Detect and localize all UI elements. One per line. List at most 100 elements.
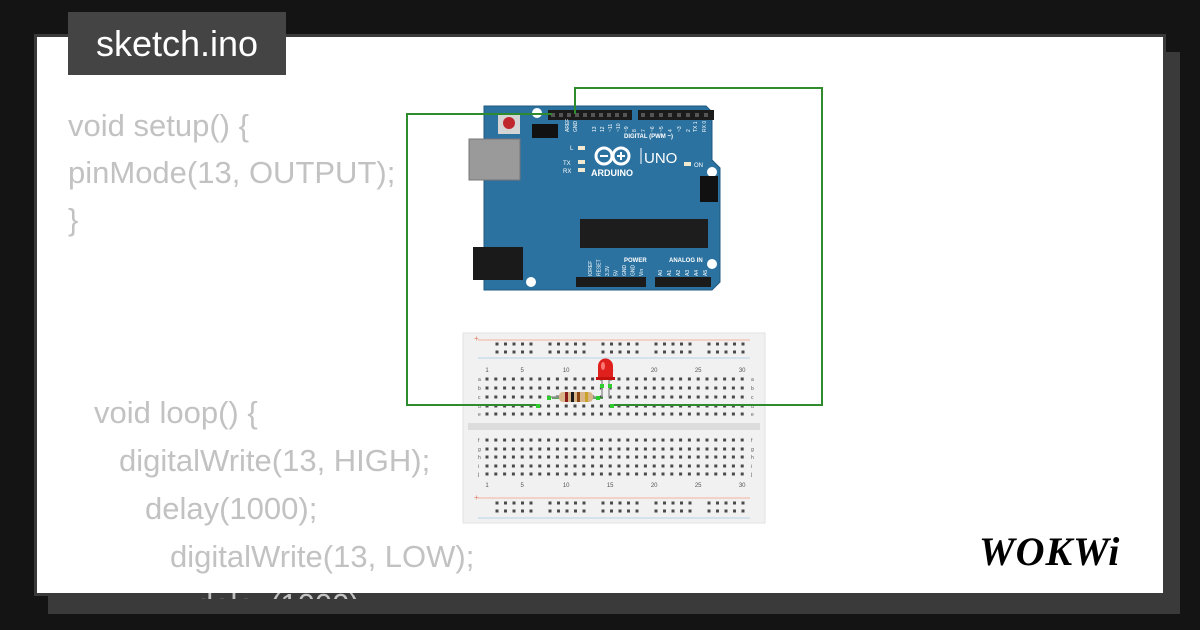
breadboard-hole[interactable] [573,472,577,476]
breadboard-hole[interactable] [707,501,711,505]
breadboard-hole[interactable] [529,455,533,459]
breadboard-hole[interactable] [504,509,507,513]
breadboard-hole[interactable] [599,438,603,442]
breadboard-hole[interactable] [626,438,630,442]
breadboard-hole[interactable] [548,342,552,346]
breadboard-hole[interactable] [601,342,605,346]
breadboard-hole[interactable] [503,464,507,468]
breadboard-hole[interactable] [485,395,489,399]
breadboard-hole[interactable] [582,342,586,346]
breadboard-hole[interactable] [495,350,499,354]
breadboard-hole[interactable] [696,386,700,390]
breadboard-hole[interactable] [643,438,647,442]
breadboard-hole[interactable] [582,412,586,416]
breadboard-hole[interactable] [608,412,612,416]
header-pin[interactable] [704,113,708,117]
breadboard-hole[interactable] [608,455,612,459]
resistor[interactable] [549,392,598,402]
breadboard-hole[interactable] [485,447,489,451]
breadboard-hole[interactable] [591,438,595,442]
breadboard-hole[interactable] [661,472,665,476]
breadboard-hole[interactable] [679,412,683,416]
breadboard-hole[interactable] [511,438,515,442]
breadboard-hole[interactable] [723,386,727,390]
breadboard-hole[interactable] [582,464,586,468]
breadboard-hole[interactable] [529,350,533,354]
breadboard-hole[interactable] [671,501,675,505]
breadboard-hole[interactable] [643,472,647,476]
breadboard-hole[interactable] [555,377,559,381]
breadboard-hole[interactable] [635,350,639,354]
breadboard-hole[interactable] [529,386,533,390]
breadboard-hole[interactable] [740,386,744,390]
breadboard-hole[interactable] [643,395,647,399]
breadboard-hole[interactable] [548,509,552,513]
breadboard-hole[interactable] [564,386,568,390]
breadboard-hole[interactable] [617,472,621,476]
breadboard-hole[interactable] [547,412,551,416]
breadboard-hole[interactable] [538,377,542,381]
breadboard-hole[interactable] [733,350,736,354]
breadboard-hole[interactable] [520,472,524,476]
breadboard-hole[interactable] [582,509,586,513]
breadboard-hole[interactable] [557,501,560,505]
breadboard-hole[interactable] [731,395,735,399]
header-pin[interactable] [677,113,681,117]
breadboard-hole[interactable] [705,412,709,416]
breadboard-hole[interactable] [555,472,559,476]
breadboard-hole[interactable] [512,509,516,513]
breadboard-hole[interactable] [652,464,656,468]
header-pin[interactable] [559,113,563,117]
breadboard-hole[interactable] [724,350,728,354]
breadboard-hole[interactable] [731,386,735,390]
breadboard-hole[interactable] [654,509,658,513]
breadboard-hole[interactable] [652,377,656,381]
breadboard-hole[interactable] [731,447,735,451]
breadboard-hole[interactable] [740,464,744,468]
breadboard-hole[interactable] [652,472,656,476]
breadboard-hole[interactable] [661,395,665,399]
breadboard-hole[interactable] [520,377,524,381]
breadboard-hole[interactable] [511,464,515,468]
breadboard-hole[interactable] [707,350,711,354]
breadboard-hole[interactable] [512,342,516,346]
breadboard-hole[interactable] [652,412,656,416]
breadboard-hole[interactable] [617,377,621,381]
breadboard-hole[interactable] [601,509,605,513]
breadboard-hole[interactable] [670,455,674,459]
breadboard-hole[interactable] [723,395,727,399]
breadboard-hole[interactable] [547,464,551,468]
breadboard-hole[interactable] [663,501,666,505]
breadboard-hole[interactable] [731,472,735,476]
breadboard-hole[interactable] [714,455,718,459]
breadboard-hole[interactable] [696,464,700,468]
breadboard-hole[interactable] [521,350,524,354]
breadboard-hole[interactable] [714,386,718,390]
breadboard-hole[interactable] [494,455,498,459]
breadboard-hole[interactable] [565,501,569,505]
breadboard-hole[interactable] [547,386,551,390]
breadboard-hole[interactable] [503,455,507,459]
header-pin[interactable] [591,113,595,117]
breadboard-hole[interactable] [635,509,639,513]
breadboard-hole[interactable] [520,464,524,468]
breadboard-hole[interactable] [696,472,700,476]
breadboard-hole[interactable] [547,455,551,459]
breadboard-hole[interactable] [714,395,718,399]
breadboard-hole[interactable] [714,412,718,416]
breadboard-hole[interactable] [688,350,692,354]
breadboard-hole[interactable] [565,342,569,346]
breadboard-hole[interactable] [716,350,719,354]
breadboard-hole[interactable] [723,455,727,459]
breadboard-hole[interactable] [643,447,647,451]
breadboard-hole[interactable] [731,464,735,468]
breadboard-hole[interactable] [564,472,568,476]
breadboard-hole[interactable] [679,447,683,451]
breadboard-hole[interactable] [599,447,603,451]
breadboard-hole[interactable] [661,377,665,381]
breadboard-hole[interactable] [538,455,542,459]
breadboard-hole[interactable] [529,501,533,505]
breadboard-hole[interactable] [494,386,498,390]
breadboard-hole[interactable] [617,395,621,399]
breadboard-hole[interactable] [617,455,621,459]
